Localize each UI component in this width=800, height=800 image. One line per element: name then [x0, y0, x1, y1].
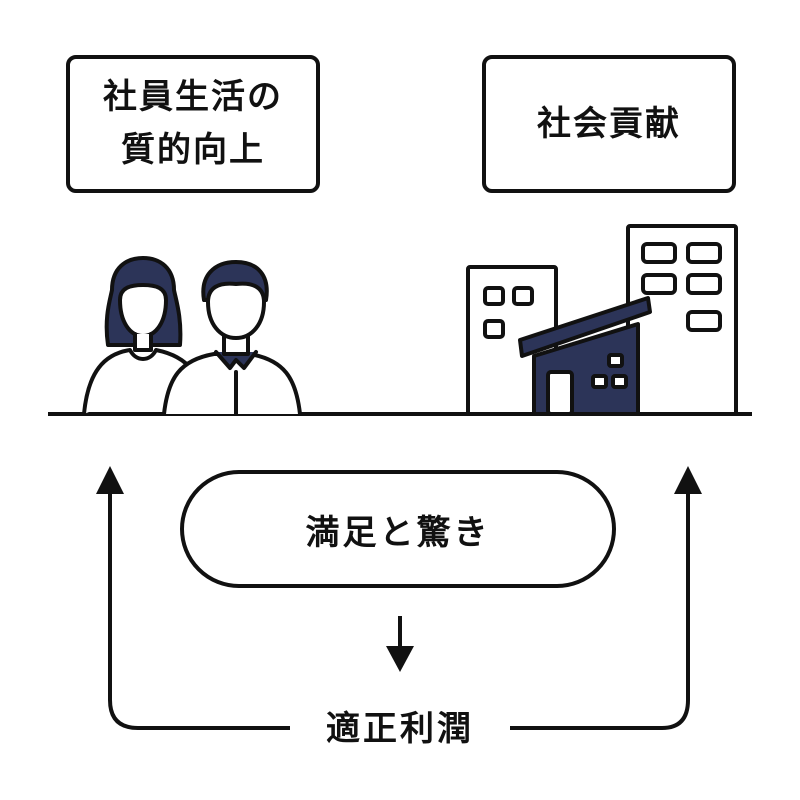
employee-life-box: 社員生活の 質的向上	[66, 55, 320, 193]
house-icon	[518, 296, 652, 416]
people-icon	[82, 256, 302, 416]
profit-label: 適正利潤	[290, 700, 510, 750]
arrow-down-icon	[386, 646, 414, 672]
employee-life-line1: 社員生活の	[103, 77, 283, 118]
loop-line	[108, 486, 690, 730]
arrow-up-icon	[674, 466, 702, 494]
satisfaction-label: 満足と驚き	[305, 512, 491, 553]
profit-text: 適正利潤	[326, 708, 474, 749]
arrow-up-icon	[96, 466, 124, 494]
social-contribution-label: 社会貢献	[537, 103, 681, 144]
social-contribution-box: 社会貢献	[482, 55, 736, 193]
employee-life-line2: 質的向上	[121, 130, 265, 170]
satisfaction-pill: 満足と驚き	[180, 470, 616, 588]
